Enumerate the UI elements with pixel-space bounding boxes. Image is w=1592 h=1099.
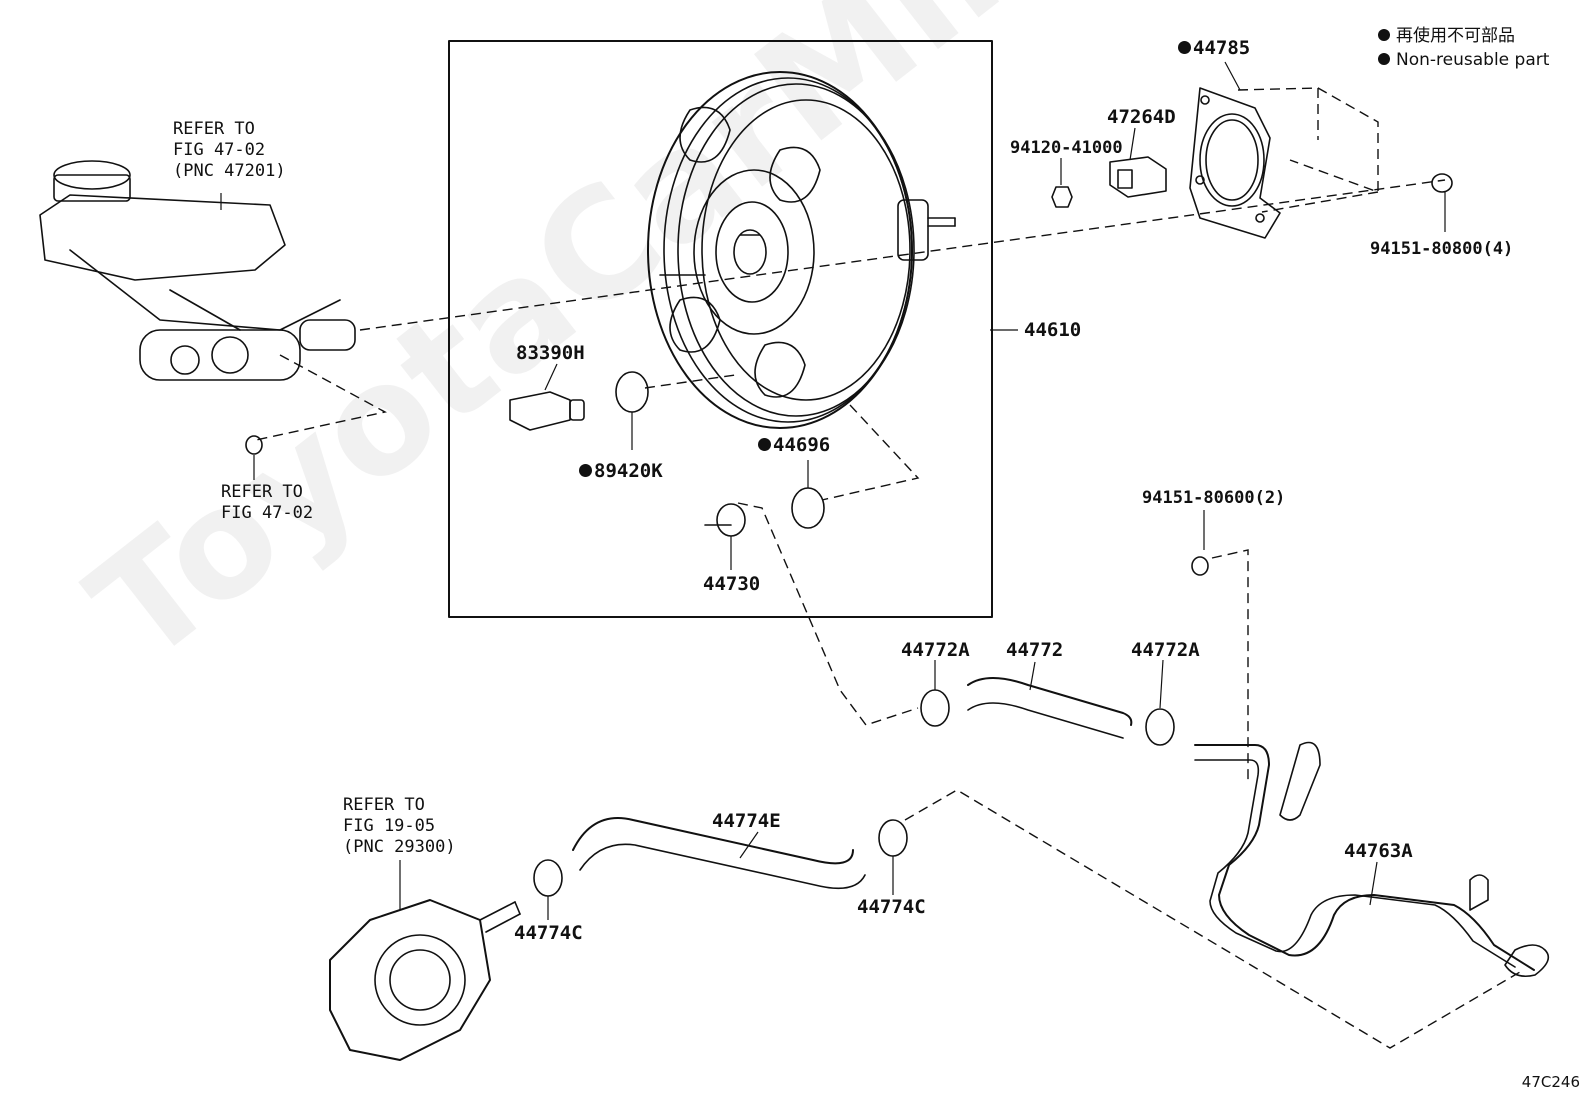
ref-line: (PNC 29300)	[343, 837, 456, 857]
part-label-44696[interactable]: 44696	[758, 436, 830, 455]
legend: 再使用不可部品 Non-reusable part	[1378, 24, 1549, 72]
part-label-44772[interactable]: 44772	[1006, 639, 1064, 661]
non-reusable-dot-icon	[579, 464, 592, 477]
non-reusable-dot-icon	[1378, 53, 1390, 65]
brake-booster-drawing	[647, 71, 956, 429]
bracket-drawing	[1109, 156, 1167, 198]
nut-drawing	[1051, 186, 1073, 208]
hose-44774e-drawing	[572, 817, 854, 865]
part-label-44730[interactable]: 44730	[703, 573, 761, 595]
vacuum-pipe-drawing	[1194, 741, 1550, 978]
gasket-drawing	[1189, 87, 1281, 239]
hose-44772-drawing	[967, 677, 1133, 726]
part-label-44772a-right[interactable]: 44772A	[1131, 639, 1200, 661]
legend-text-en: Non-reusable part	[1396, 50, 1550, 70]
part-label-44772a-left[interactable]: 44772A	[901, 639, 970, 661]
clamp-44774c-right-drawing	[878, 819, 908, 857]
sensor-drawing	[509, 391, 585, 431]
part-label-44610[interactable]: 44610	[1024, 319, 1082, 341]
part-label-44763a[interactable]: 44763A	[1344, 840, 1413, 862]
ref-line: REFER TO	[343, 795, 425, 815]
part-label-89420k[interactable]: 89420K	[579, 462, 663, 481]
part-label-44774c-right[interactable]: 44774C	[857, 896, 926, 918]
part-label-44774e[interactable]: 44774E	[712, 810, 781, 832]
vacuum-pump-drawing	[329, 899, 521, 1061]
legend-row-en: Non-reusable part	[1378, 48, 1549, 72]
part-label-47264d[interactable]: 47264D	[1107, 106, 1176, 128]
legend-row-ja: 再使用不可部品	[1378, 24, 1549, 48]
check-valve-drawing	[704, 503, 746, 537]
grommet-drawing	[615, 371, 649, 413]
non-reusable-dot-icon	[1378, 29, 1390, 41]
figure-code: 47C246	[1521, 1073, 1580, 1091]
part-label-94151-80600[interactable]: 94151-80600(2)	[1142, 488, 1286, 508]
ref-fig-47-02[interactable]: REFER TO FIG 47-02	[221, 482, 313, 524]
master-cylinder-drawing	[39, 160, 356, 381]
ref-line: FIG 47-02	[221, 503, 314, 523]
clamp-44774c-left-drawing	[533, 859, 563, 897]
booster-assembly-frame	[448, 40, 993, 618]
part-label-44774c-left[interactable]: 44774C	[514, 922, 583, 944]
grommet-44696-drawing	[791, 487, 825, 529]
clamp-44772a-right-drawing	[1145, 708, 1175, 746]
legend-text-ja: 再使用不可部品	[1396, 26, 1515, 46]
ref-reservoir[interactable]: REFER TO FIG 47-02 (PNC 47201)	[173, 119, 286, 182]
nut-right-drawing	[1431, 173, 1453, 193]
ref-line: FIG 19-05	[343, 816, 436, 836]
nut-left-drawing	[245, 435, 263, 455]
ref-line: REFER TO	[221, 482, 303, 502]
part-label-94151-80800[interactable]: 94151-80800(4)	[1370, 239, 1514, 259]
nut-lower-drawing	[1191, 556, 1209, 576]
ref-vacuum-pump[interactable]: REFER TO FIG 19-05 (PNC 29300)	[343, 795, 456, 858]
part-label-83390h[interactable]: 83390H	[516, 342, 585, 364]
ref-line: FIG 47-02	[173, 140, 266, 160]
ref-line: (PNC 47201)	[173, 161, 286, 181]
ref-line: REFER TO	[173, 119, 255, 139]
part-label-44785[interactable]: 44785	[1178, 39, 1250, 58]
non-reusable-dot-icon	[758, 438, 771, 451]
part-label-94120-41000[interactable]: 94120-41000	[1010, 138, 1123, 158]
clamp-44772a-left-drawing	[920, 689, 950, 727]
non-reusable-dot-icon	[1178, 41, 1191, 54]
